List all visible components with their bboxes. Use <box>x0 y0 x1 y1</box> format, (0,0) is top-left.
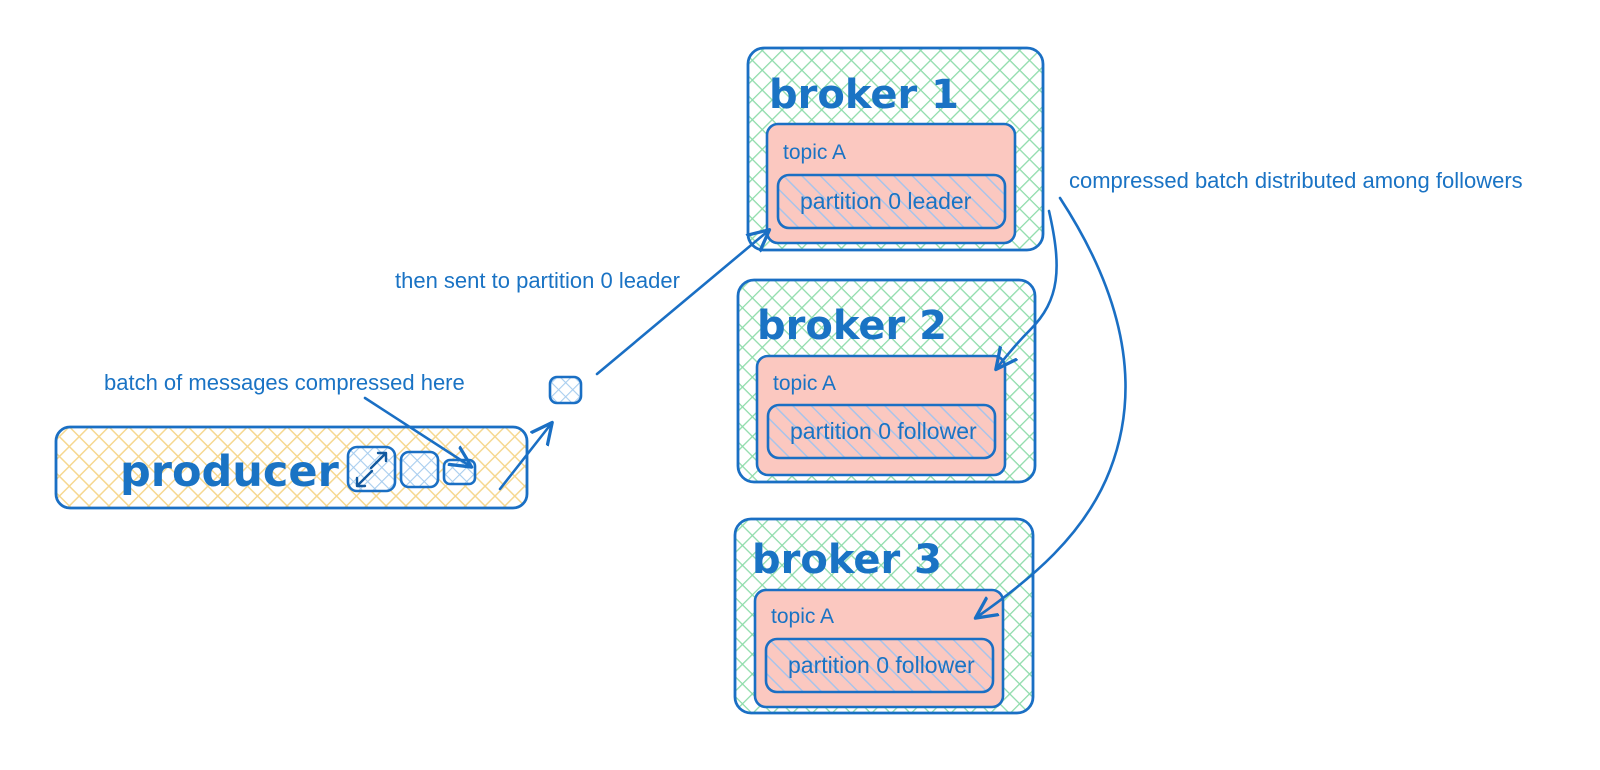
broker-2-title: broker 2 <box>757 303 947 349</box>
compressed-batch-shape <box>548 375 583 405</box>
broker-2[interactable] <box>736 278 1037 484</box>
broker-3-topic-label: topic A <box>771 605 834 628</box>
broker-1-title: broker 1 <box>769 72 959 118</box>
batch-square-medium[interactable] <box>399 450 440 489</box>
broker-3[interactable] <box>733 517 1035 715</box>
arrow-compressed-here <box>363 396 470 466</box>
broker-3-partition-shape <box>764 637 995 694</box>
arrow-producer-to-batch <box>498 424 551 491</box>
broker-3-title: broker 3 <box>752 537 942 583</box>
broker-1-topic-label: topic A <box>783 141 846 164</box>
broker-2-partition-label: partition 0 follower <box>790 418 977 444</box>
compressed-batch-in-transit[interactable] <box>548 375 583 405</box>
broker-1-partition-label: partition 0 leader <box>800 188 972 214</box>
producer-label: producer <box>120 447 340 497</box>
broker-2-partition-shape <box>766 403 997 460</box>
broker-2-topic-label: topic A <box>773 372 836 395</box>
arrow-batch-to-leader <box>595 231 768 376</box>
arrow-leader-to-broker2 <box>997 209 1058 368</box>
annotation-compressed-here: batch of messages compressed here <box>104 370 465 395</box>
annotation-distributed: compressed batch distributed among follo… <box>1069 168 1523 193</box>
arrow-leader-to-broker3 <box>977 196 1127 617</box>
broker-1[interactable] <box>746 46 1045 252</box>
batch-square-large[interactable] <box>346 445 397 493</box>
batch-square-medium-shape <box>399 450 440 489</box>
compress-arrows-icon <box>355 451 388 488</box>
broker-3-partition-label: partition 0 follower <box>788 652 975 678</box>
broker-1-partition-shape <box>776 173 1007 230</box>
annotation-sent-to-leader: then sent to partition 0 leader <box>395 268 680 293</box>
